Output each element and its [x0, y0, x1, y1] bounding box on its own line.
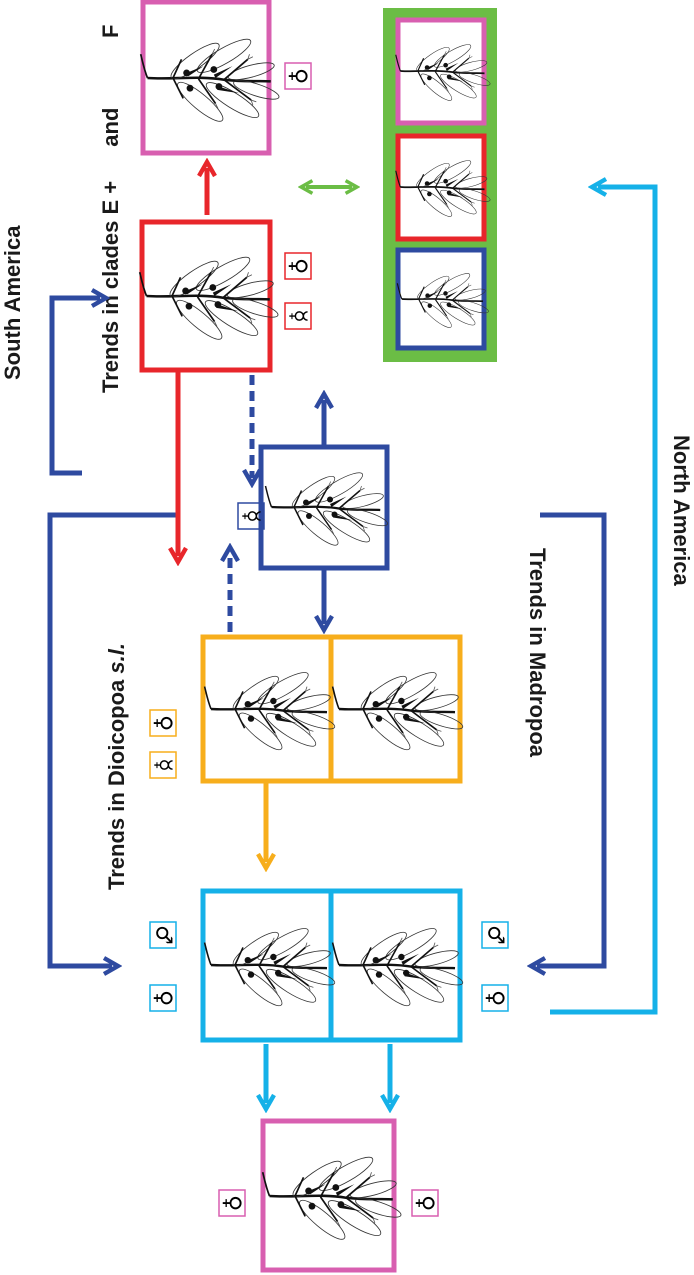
label-trends-clades-f: F: [98, 25, 123, 38]
female-symbol: ♀: [483, 990, 508, 1006]
plant-drawing-blue: [264, 467, 391, 551]
plant-drawing-magenta-bottom: [261, 1150, 405, 1246]
label-trends-clades-ef: Trends in clades E + and: [98, 108, 123, 393]
label-north-america: North America: [669, 435, 694, 587]
south-america-arrow-top: [49, 298, 100, 476]
sex-box-cyan-3: [481, 921, 509, 949]
plant-drawing-magenta-top: [139, 32, 283, 128]
sex-box-magenta-bottom-2: [411, 1189, 439, 1217]
sex-box-red-1: [284, 252, 312, 280]
sex-box-cyan-4: [481, 984, 509, 1012]
female-symbol: ♀: [286, 258, 311, 274]
sex-box-orange-2: [149, 751, 177, 779]
plant-drawing-cyan-2: [331, 922, 466, 1012]
sex-box-magenta-top: [284, 62, 312, 90]
female-symbol: ♀: [286, 68, 311, 84]
female-symbol: ♀: [151, 715, 176, 731]
male-symbol: ♂: [151, 925, 176, 945]
sex-box-blue: [237, 502, 265, 530]
sex-box-orange-1: [149, 709, 177, 737]
female-symbol: ♀: [413, 1195, 438, 1211]
label-trends-madropoa: Trends in Madropoa: [525, 548, 550, 758]
plant-drawing-red: [138, 250, 282, 346]
blue-box: [258, 444, 390, 571]
hermaphrodite-symbol: ☿: [151, 758, 176, 772]
red-box: [139, 219, 273, 373]
plant-drawing-orange-1: [203, 666, 338, 756]
female-symbol: ♀: [220, 1195, 245, 1211]
north-america-arrow: [550, 187, 658, 1015]
female-symbol: ♀: [151, 990, 176, 1006]
male-symbol: ♂: [483, 925, 508, 945]
plant-drawing-cyan-1: [203, 922, 338, 1012]
sex-box-red-2: [284, 302, 312, 330]
label-south-america: South America: [0, 225, 25, 380]
label-trends-dioicopoa: Trends in Dioicopoa s.l.: [104, 643, 129, 890]
magenta-box-bottom: [260, 1118, 397, 1273]
sex-box-cyan-1: [149, 921, 177, 949]
hermaphrodite-symbol: ☿: [286, 309, 311, 323]
south-america-arrow-bottom: [47, 512, 178, 966]
magenta-box-top: [140, 0, 272, 156]
sex-box-cyan-2: [149, 984, 177, 1012]
plant-drawing-orange-2: [331, 666, 466, 756]
sex-box-magenta-bottom-1: [218, 1189, 246, 1217]
hermaphrodite-symbol: ☿: [239, 509, 264, 523]
madropoa-arrow: [537, 512, 607, 966]
